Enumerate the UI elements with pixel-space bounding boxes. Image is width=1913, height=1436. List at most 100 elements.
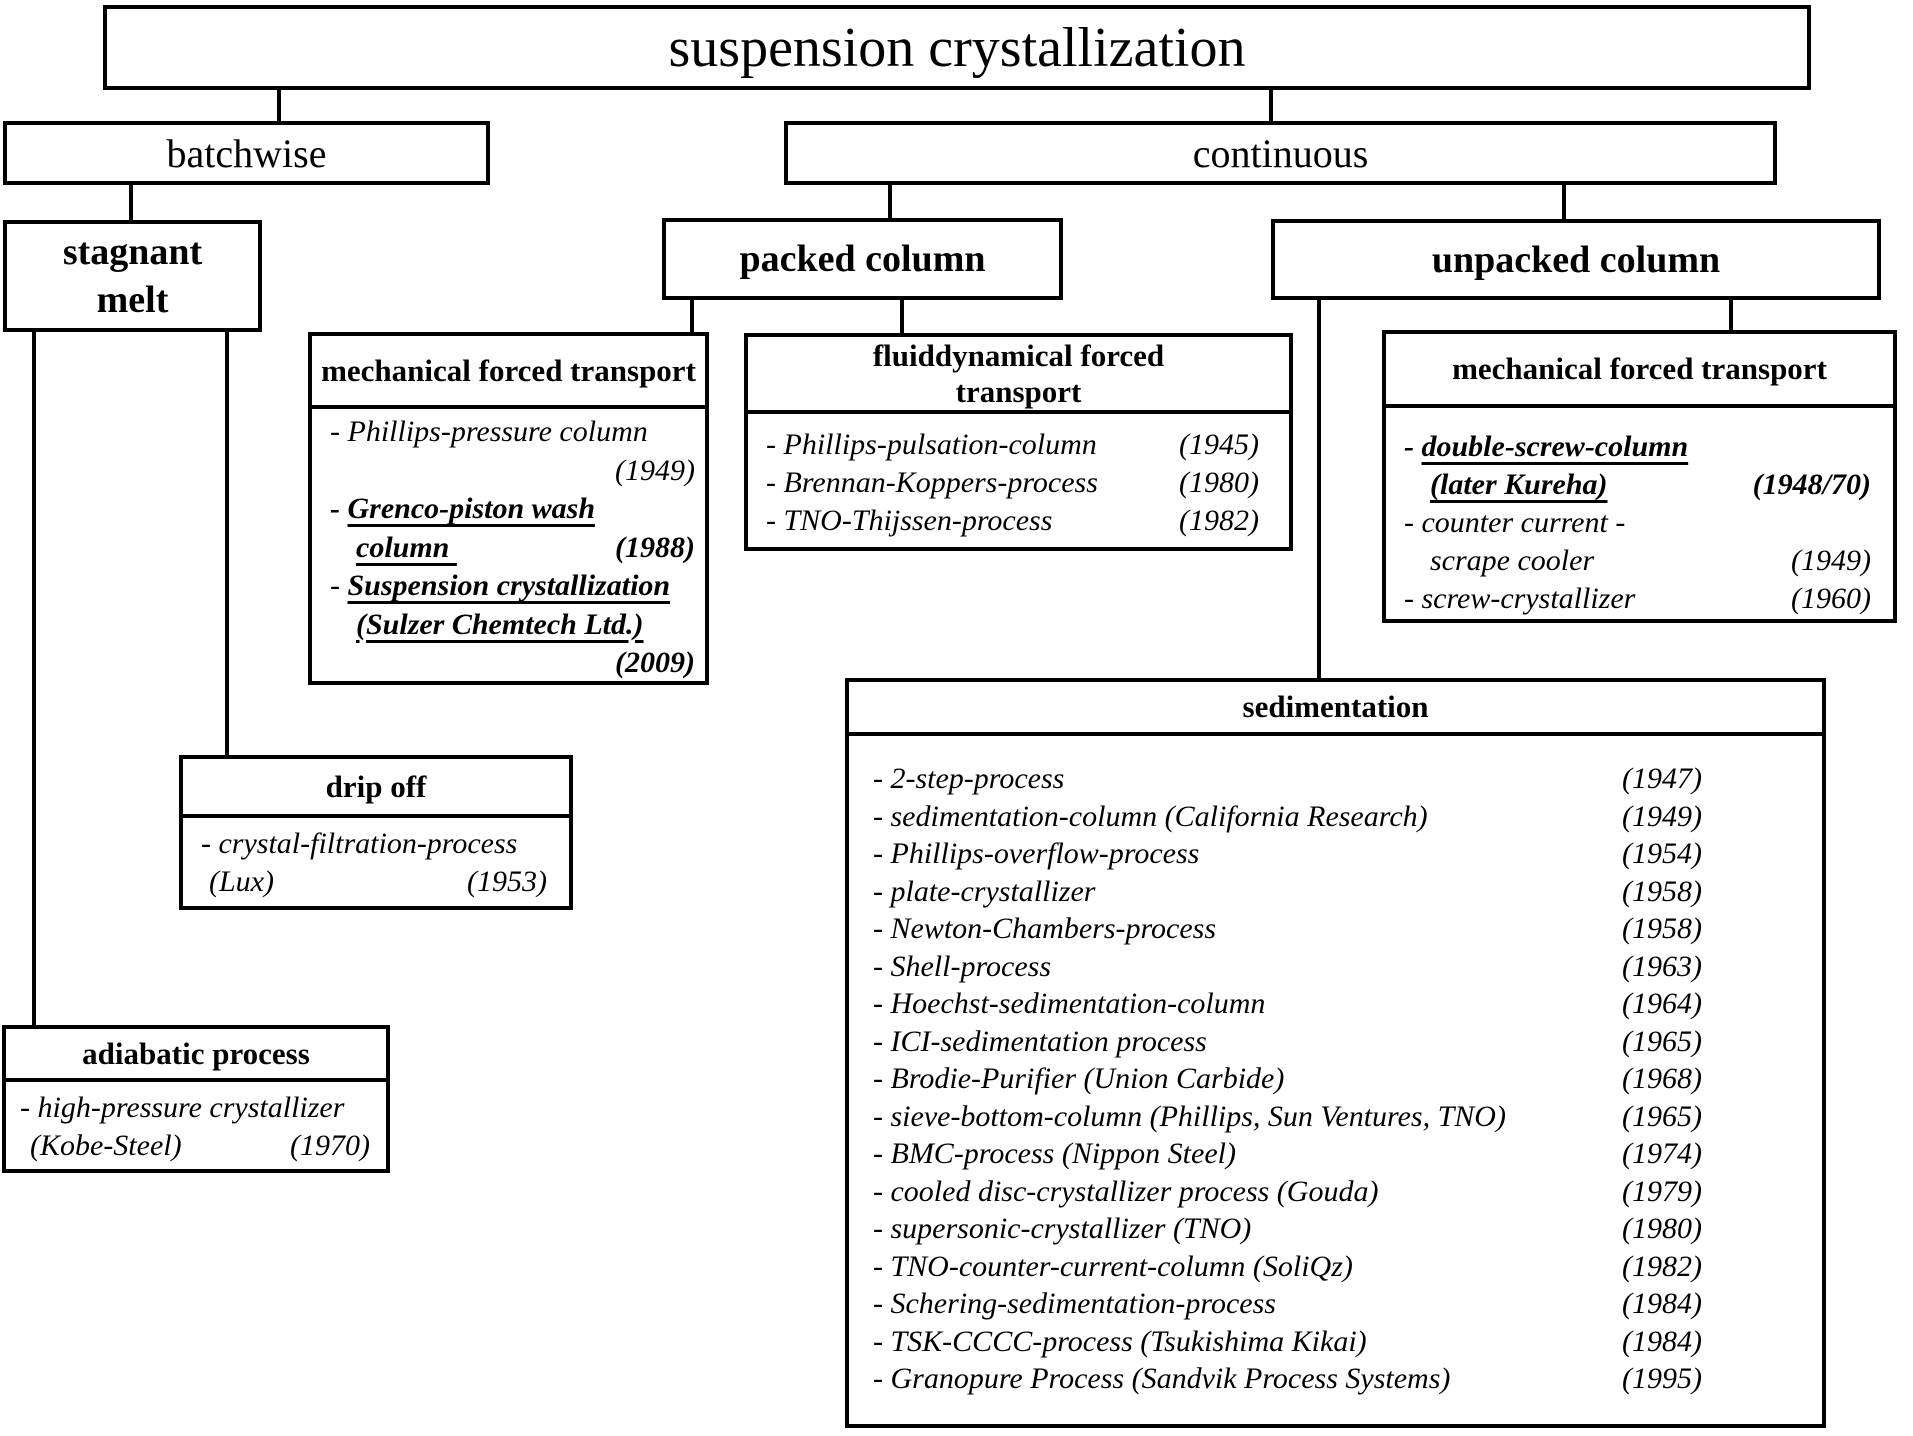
connector-unpacked-mechright [1729, 298, 1733, 332]
process-year: (1979) [1622, 1174, 1702, 1208]
process-item: - Phillips-overflow-process(1954) [849, 835, 1822, 873]
process-year: (1954) [1622, 837, 1702, 870]
process-item: - plate-crystallizer (1958) [849, 873, 1822, 911]
connector-title-continuous [1269, 88, 1273, 123]
process-item: - Suspension crystallization [312, 567, 705, 606]
process-item: - high-pressure crystallizer [6, 1089, 386, 1127]
process-year: (1984) [1622, 1287, 1702, 1320]
process-name: Grenco-piston wash [347, 492, 596, 525]
node-label: packed column [739, 238, 986, 280]
process-name: - TNO-Thijssen-process [766, 504, 1053, 537]
connector-stagnant-dripoff [225, 330, 229, 757]
connector-continuous-unpacked [1562, 183, 1566, 221]
node-label: unpacked column [1431, 238, 1721, 281]
process-name: double-screw-column [1421, 430, 1689, 463]
process-year: (1953) [467, 865, 547, 898]
process-name: Suspension crystallization [347, 569, 671, 602]
box-header: sedimentation [849, 682, 1822, 736]
connector-title-batchwise [277, 88, 281, 123]
item-dash: - [330, 492, 348, 525]
process-name: - supersonic-crystallizer (TNO) [873, 1212, 1252, 1245]
process-name: (Sulzer Chemtech Ltd.) [356, 607, 644, 641]
process-year: (1995) [1622, 1362, 1702, 1395]
process-year: (1964) [1622, 987, 1702, 1020]
process-year: (1963) [1622, 949, 1702, 983]
process-item: (Kobe-Steel)(1970) [6, 1127, 386, 1165]
process-item: - Newton-Chambers-process(1958) [849, 910, 1822, 948]
process-year: (1968) [1622, 1062, 1702, 1095]
process-item: - Shell-process (1963) [849, 948, 1822, 986]
process-name: (Lux) [209, 865, 274, 898]
process-name: scrape cooler [1430, 544, 1595, 577]
process-name: - TNO-counter-current-column (SoliQz) [873, 1249, 1353, 1283]
process-name: - TSK-CCCC-process (Tsukishima Kikai) [873, 1324, 1367, 1358]
item-dash: - [330, 569, 348, 602]
node-unpacked-column: unpacked column [1271, 219, 1881, 300]
process-year: (1949) [1622, 799, 1702, 833]
process-name: - Shell-process [873, 949, 1052, 983]
process-year: (1948/70) [1752, 468, 1871, 501]
connector-packed-fluid [900, 298, 904, 335]
box-header-label: drip off [325, 768, 427, 804]
node-drip-off: drip off - crystal-filtration-process (L… [179, 755, 573, 910]
process-item: - Brodie-Purifier (Union Carbide)(1968) [849, 1060, 1822, 1098]
process-name: - crystal-filtration-process [201, 827, 518, 860]
process-name: - high-pressure crystallizer [20, 1091, 345, 1124]
process-year: (1949) [1791, 544, 1871, 577]
node-sedimentation: sedimentation - 2-step-process(1947) - s… [845, 678, 1826, 1428]
box-header-label: transport [955, 373, 1082, 409]
process-item: (1949) [312, 452, 705, 491]
process-year: (1982) [1622, 1249, 1702, 1283]
process-name: - cooled disc-crystallizer process (Goud… [873, 1174, 1379, 1208]
process-year: (1960) [1791, 582, 1871, 615]
process-year: (1958) [1622, 874, 1702, 908]
box-header-label: sedimentation [1242, 689, 1429, 724]
process-name: - sieve-bottom-column (Phillips, Sun Ven… [873, 1099, 1506, 1133]
process-year: (1980) [1179, 466, 1259, 499]
process-item: (later Kureha)(1948/70) [1386, 466, 1893, 504]
process-item: - 2-step-process(1947) [849, 760, 1822, 798]
box-header: mechanical forced transport [1386, 334, 1893, 408]
process-name: - Schering-sedimentation-process [873, 1287, 1276, 1320]
process-item: (2009) [312, 644, 705, 683]
process-year: (1984) [1622, 1324, 1702, 1358]
process-year: (1945) [1179, 428, 1259, 461]
process-year: (2009) [615, 646, 695, 679]
process-year: (1947) [1622, 762, 1702, 795]
box-header-label: fluiddynamical forced [872, 337, 1165, 373]
process-name: column [356, 530, 457, 564]
node-packed-column: packed column [662, 218, 1063, 300]
process-item: column (1988) [312, 529, 705, 568]
process-year: (1949) [615, 453, 695, 487]
box-header: adiabatic process [6, 1029, 386, 1082]
process-item: - BMC-process (Nippon Steel)(1974) [849, 1135, 1822, 1173]
process-name: - Phillips-pulsation-column [766, 428, 1097, 461]
process-name: - Newton-Chambers-process [873, 912, 1217, 945]
process-year: (1965) [1622, 1099, 1702, 1133]
process-item: - Phillips-pressure column [312, 413, 705, 452]
process-name: - plate-crystallizer [873, 874, 1096, 908]
node-batchwise: batchwise [3, 121, 490, 185]
box-header: drip off [183, 759, 569, 818]
node-suspension-crystallization: suspension crystallization [103, 5, 1811, 90]
process-item: - Schering-sedimentation-process (1984) [849, 1285, 1822, 1323]
process-list: - 2-step-process(1947) - sedimentation-c… [849, 736, 1822, 1398]
process-item: - ICI-sedimentation process(1965) [849, 1023, 1822, 1061]
process-item: - sedimentation-column (California Resea… [849, 798, 1822, 836]
process-item: - supersonic-crystallizer (TNO)(1980) [849, 1210, 1822, 1248]
node-mechanical-forced-transport-packed: mechanical forced transport - Phillips-p… [308, 332, 709, 685]
node-label: stagnant [62, 231, 203, 273]
process-year: (1965) [1622, 1024, 1702, 1058]
node-adiabatic-process: adiabatic process - high-pressure crysta… [2, 1025, 390, 1173]
node-label: continuous [1192, 130, 1369, 176]
process-item: - Grenco-piston wash [312, 490, 705, 529]
process-item: - Hoechst-sedimentation-column(1964) [849, 985, 1822, 1023]
process-item: - TSK-CCCC-process (Tsukishima Kikai) (19… [849, 1323, 1822, 1361]
process-name: - sedimentation-column (California Resea… [873, 799, 1428, 833]
process-item: - Phillips-pulsation-column (1945) [748, 426, 1289, 464]
process-item: (Lux) (1953) [183, 863, 569, 901]
process-item: - crystal-filtration-process [183, 825, 569, 863]
process-name: - screw-crystallizer [1404, 582, 1636, 615]
process-list: - high-pressure crystallizer (Kobe-Steel… [6, 1082, 386, 1165]
connector-unpacked-sedimentation [1317, 298, 1321, 680]
